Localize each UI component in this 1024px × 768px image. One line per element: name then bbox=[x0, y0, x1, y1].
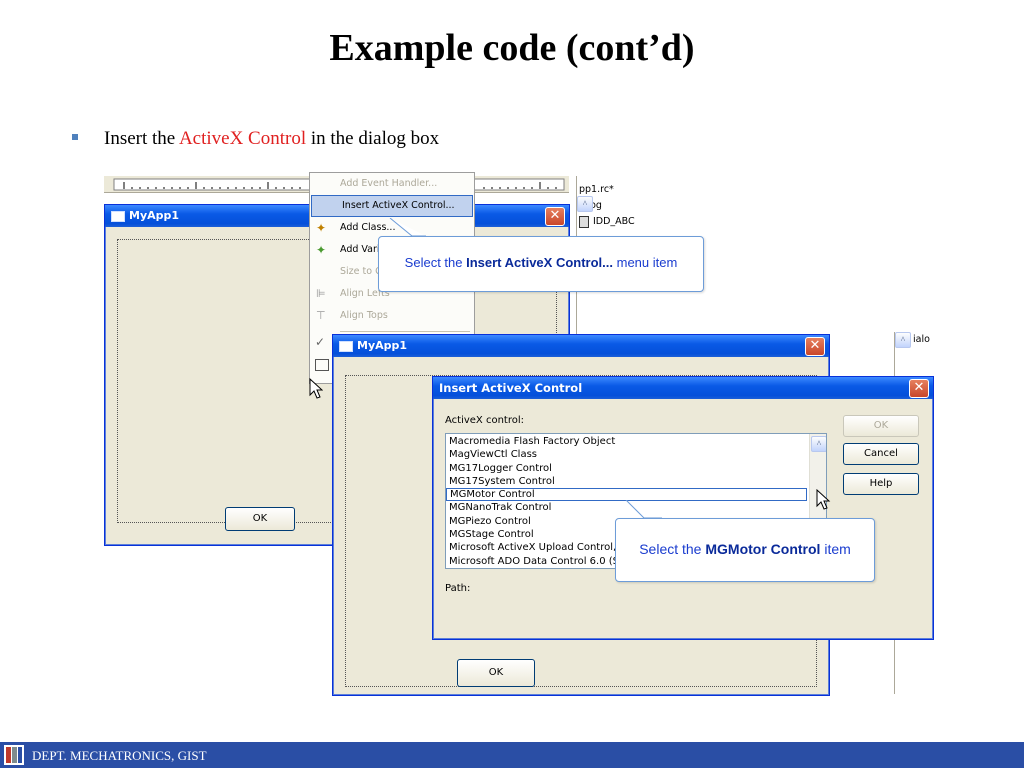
activex-list-item[interactable]: MGPiezo Control bbox=[449, 515, 531, 527]
activex-list-label: ActiveX control: bbox=[445, 415, 524, 426]
bullet-highlight: ActiveX Control bbox=[178, 128, 307, 149]
menu-item-align-lefts[interactable]: ⊫Align Lefts bbox=[316, 287, 390, 300]
menu-divider bbox=[340, 331, 470, 332]
menu-item-size-to[interactable]: Size to C bbox=[340, 266, 382, 277]
bullet-before: Insert the bbox=[104, 128, 179, 149]
path-label: Path: bbox=[445, 583, 471, 594]
gist-logo-icon bbox=[4, 745, 24, 765]
bullet-text: Insert the ActiveX Control in the dialog… bbox=[72, 128, 439, 150]
activex-list-item[interactable]: MagViewCtl Class bbox=[449, 449, 538, 461]
scroll-up-icon[interactable]: ^ bbox=[811, 436, 826, 452]
tree-item-idd[interactable]: IDD_ABC bbox=[579, 214, 635, 230]
slide-title: Example code (cont’d) bbox=[329, 27, 695, 69]
slide-footer: DEPT. MECHATRONICS, GIST bbox=[0, 742, 1024, 768]
callout-list-item: Select the MGMotor Control item bbox=[615, 518, 875, 582]
menu-item-insert-activex[interactable]: Insert ActiveX Control... bbox=[311, 195, 473, 217]
window-icon bbox=[111, 211, 125, 222]
wand-icon: ✦ bbox=[316, 221, 327, 235]
footer-text: DEPT. MECHATRONICS, GIST bbox=[32, 748, 207, 763]
activex-dialog-title: Insert ActiveX Control bbox=[439, 381, 583, 395]
menu-item-add-class[interactable]: ✦Add Class... bbox=[316, 221, 396, 235]
front-window-title: MyApp1 bbox=[357, 339, 408, 352]
dialog-res-icon bbox=[579, 215, 589, 228]
activex-list-item[interactable]: Microsoft ADO Data Control 6.0 (S bbox=[449, 555, 619, 567]
bullet-after: in the dialog box bbox=[306, 128, 440, 149]
tab-order-icon bbox=[315, 359, 329, 371]
insert-activex-dialog: Insert ActiveX Control ✕ ActiveX control… bbox=[432, 376, 934, 640]
menu-item-add-event-handler[interactable]: Add Event Handler... bbox=[340, 178, 438, 189]
tree-item-rc[interactable]: pp1.rc* bbox=[579, 184, 614, 195]
menu-item-add-variable[interactable]: ✦Add Vari bbox=[316, 243, 380, 257]
close-icon[interactable]: ✕ bbox=[805, 337, 825, 356]
bullet-marker bbox=[72, 133, 78, 140]
activex-list-item[interactable]: Microsoft ActiveX Upload Control, bbox=[449, 542, 617, 554]
activex-list-item[interactable]: MG17System Control bbox=[449, 475, 555, 487]
activex-list-item[interactable]: MGStage Control bbox=[449, 529, 534, 541]
align-top-icon: ⊤ bbox=[316, 309, 326, 322]
callout-menu-item: Select the Insert ActiveX Control... men… bbox=[378, 236, 704, 292]
activex-list-item[interactable]: MG17Logger Control bbox=[449, 462, 552, 474]
activex-list-item[interactable]: MGNanoTrak Control bbox=[449, 502, 552, 514]
close-icon[interactable]: ✕ bbox=[545, 207, 565, 226]
front-window-titlebar[interactable]: MyApp1 ✕ bbox=[333, 335, 829, 357]
mouse-cursor-icon bbox=[816, 489, 831, 510]
callout-item-pointer bbox=[625, 500, 662, 519]
window-icon bbox=[339, 341, 353, 352]
activex-list-item[interactable]: Macromedia Flash Factory Object bbox=[449, 436, 616, 447]
close-icon[interactable]: ✕ bbox=[909, 379, 929, 398]
callout-menu-pointer bbox=[389, 218, 426, 237]
front-tree-item-dialog[interactable]: ialo bbox=[913, 334, 930, 345]
mouse-cursor-icon bbox=[309, 378, 323, 399]
tree-scroll-up-icon[interactable]: ^ bbox=[577, 196, 593, 212]
align-left-icon: ⊫ bbox=[316, 287, 326, 300]
activex-help-button[interactable]: Help bbox=[843, 473, 919, 495]
activex-ok-button[interactable]: OK bbox=[843, 415, 919, 437]
activex-dialog-titlebar[interactable]: Insert ActiveX Control ✕ bbox=[433, 377, 933, 399]
back-window-title: MyApp1 bbox=[129, 209, 180, 222]
front-tree-scroll-up-icon[interactable]: ^ bbox=[895, 332, 911, 348]
check-grid-icon: ✓ bbox=[315, 335, 326, 349]
front-ok-button[interactable]: OK bbox=[457, 659, 535, 687]
wand-icon: ✦ bbox=[316, 243, 327, 257]
activex-cancel-button[interactable]: Cancel bbox=[843, 443, 919, 465]
menu-item-align-tops[interactable]: ⊤Align Tops bbox=[316, 309, 388, 322]
back-ok-button[interactable]: OK bbox=[225, 507, 295, 531]
